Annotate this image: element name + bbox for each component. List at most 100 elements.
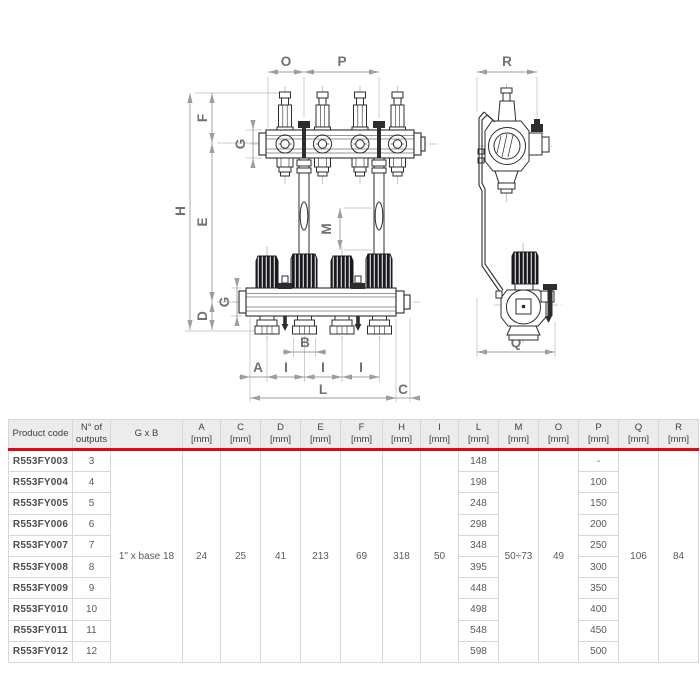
cell-outputs: 10 bbox=[72, 598, 111, 621]
cell-Q: 106 bbox=[618, 449, 659, 663]
table-row: R553FY007 7 348 250 bbox=[8, 534, 699, 557]
cell-outputs: 6 bbox=[72, 513, 111, 536]
dim-label-Q: Q bbox=[511, 335, 522, 350]
wall-bracket-strap bbox=[478, 111, 504, 293]
col-header-H: H[mm] bbox=[382, 419, 421, 451]
cell-GxB: 1" x base 18 bbox=[110, 449, 183, 663]
cell-P: - bbox=[578, 448, 619, 473]
dim-label-E: E bbox=[195, 217, 210, 226]
dim-label-F: F bbox=[195, 114, 210, 122]
dim-label-I2: I bbox=[321, 360, 325, 375]
col-header-R: R[mm] bbox=[658, 419, 699, 451]
col-header-P: P[mm] bbox=[578, 419, 619, 451]
dim-label-I3: I bbox=[359, 360, 363, 375]
col-header-F: F[mm] bbox=[340, 419, 383, 451]
cell-product-code: R553FY004 bbox=[8, 471, 73, 494]
cell-A: 24 bbox=[182, 449, 221, 663]
cell-L: 448 bbox=[458, 577, 499, 600]
cell-O: 49 bbox=[538, 449, 579, 663]
technical-drawing: O P R H F E D G G M A I I I B L C Q bbox=[173, 54, 562, 402]
cell-L: 198 bbox=[458, 471, 499, 494]
col-header-gxb: G x B bbox=[110, 419, 183, 451]
cell-M: 50÷73 bbox=[498, 449, 539, 663]
col-header-E: E[mm] bbox=[300, 419, 341, 451]
col-header-product-code: Product code bbox=[8, 419, 73, 451]
dim-label-I1: I bbox=[284, 360, 288, 375]
dimension-lines bbox=[187, 69, 555, 401]
dim-label-R: R bbox=[502, 54, 512, 69]
table-row: R553FY012 12 598 500 bbox=[8, 640, 699, 663]
col-header-Q: Q[mm] bbox=[618, 419, 659, 451]
cell-I: 50 bbox=[420, 449, 459, 663]
cell-product-code: R553FY006 bbox=[8, 513, 73, 536]
cell-outputs: 4 bbox=[72, 471, 111, 494]
cell-outputs: 8 bbox=[72, 555, 111, 579]
cell-P: 450 bbox=[578, 619, 619, 642]
dim-label-O: O bbox=[281, 54, 292, 69]
col-header-I: I[mm] bbox=[420, 419, 459, 451]
cell-L: 548 bbox=[458, 619, 499, 642]
dim-label-C: C bbox=[398, 382, 408, 397]
cell-P: 300 bbox=[578, 555, 619, 579]
dim-label-G-top: G bbox=[233, 139, 248, 150]
cell-L: 148 bbox=[458, 448, 499, 473]
col-header-C: C[mm] bbox=[220, 419, 261, 451]
cell-F: 69 bbox=[340, 449, 383, 663]
dim-label-P: P bbox=[337, 54, 346, 69]
table-row: R553FY003 3 1" x base 18 24 25 41 213 69… bbox=[8, 448, 699, 663]
dim-label-H: H bbox=[173, 206, 188, 216]
dim-label-L: L bbox=[319, 382, 327, 397]
cell-P: 200 bbox=[578, 513, 619, 536]
col-header-O: O[mm] bbox=[538, 419, 579, 451]
cell-P: 500 bbox=[578, 640, 619, 663]
cell-L: 395 bbox=[458, 555, 499, 579]
col-header-L: L[mm] bbox=[458, 419, 499, 451]
table-row: R553FY008 8 395 300 bbox=[8, 555, 699, 579]
cell-P: 150 bbox=[578, 492, 619, 515]
cell-P: 100 bbox=[578, 471, 619, 494]
dimension-labels: O P R H F E D G G M A I I I B L C Q bbox=[173, 54, 521, 397]
cell-H: 318 bbox=[382, 449, 421, 663]
cell-L: 348 bbox=[458, 534, 499, 557]
cell-product-code: R553FY005 bbox=[8, 492, 73, 515]
manifold-front-view bbox=[238, 91, 426, 335]
cell-E: 213 bbox=[300, 449, 341, 663]
cell-product-code: R553FY010 bbox=[8, 598, 73, 621]
table-row: R553FY009 9 448 350 bbox=[8, 577, 699, 600]
cell-product-code: R553FY003 bbox=[8, 448, 73, 473]
cell-product-code: R553FY012 bbox=[8, 640, 73, 663]
cell-outputs: 11 bbox=[72, 619, 111, 642]
dim-label-A: A bbox=[253, 360, 263, 375]
cell-P: 400 bbox=[578, 598, 619, 621]
cell-L: 248 bbox=[458, 492, 499, 515]
col-header-M: M[mm] bbox=[498, 419, 539, 451]
table-row: R553FY010 10 498 400 bbox=[8, 598, 699, 621]
cell-outputs: 7 bbox=[72, 534, 111, 557]
dim-label-D: D bbox=[195, 311, 210, 321]
cell-P: 350 bbox=[578, 577, 619, 600]
cell-R: 84 bbox=[658, 449, 699, 663]
cell-outputs: 9 bbox=[72, 577, 111, 600]
cell-L: 598 bbox=[458, 640, 499, 663]
table-row: R553FY004 4 198 100 bbox=[8, 471, 699, 494]
dim-label-M: M bbox=[319, 223, 334, 234]
col-header-D: D[mm] bbox=[260, 419, 301, 451]
cell-product-code: R553FY009 bbox=[8, 577, 73, 600]
table-row: R553FY005 5 248 150 bbox=[8, 492, 699, 515]
manifold-side-view bbox=[477, 87, 557, 341]
table-row: R553FY011 11 548 450 bbox=[8, 619, 699, 642]
cell-product-code: R553FY007 bbox=[8, 534, 73, 557]
dim-label-G-bottom: G bbox=[217, 297, 232, 308]
col-header-A: A[mm] bbox=[182, 419, 221, 451]
cell-L: 298 bbox=[458, 513, 499, 536]
cell-product-code: R553FY011 bbox=[8, 619, 73, 642]
cell-D: 41 bbox=[260, 449, 301, 663]
cell-outputs: 5 bbox=[72, 492, 111, 515]
cell-outputs: 12 bbox=[72, 640, 111, 663]
cell-outputs: 3 bbox=[72, 448, 111, 473]
